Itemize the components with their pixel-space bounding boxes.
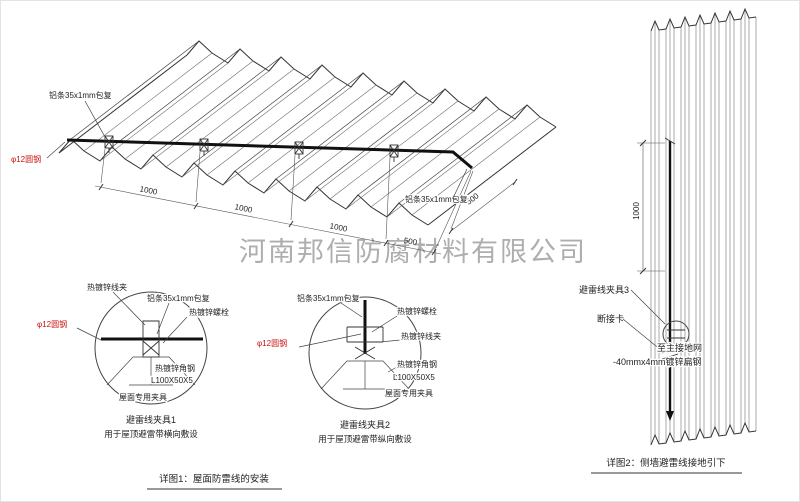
label-to-ground: 至主接地网 [657,342,702,353]
roof-labels: 铝条35x1mm包复 φ12圆钢 铝条35x1mm包复 [11,90,469,205]
label-wire-clip-2: 热镀锌线夹 [401,331,441,341]
label-roof-clamp-2: 屋面专用夹具 [385,388,433,398]
label-angle-1: 热镀锌角钢 [155,363,195,373]
roof-back-edge [186,40,557,128]
detail1-caption-text: 详图1：屋面防雷线的安装 [159,473,269,485]
strip-label-right: 铝条35x1mm包复 [405,194,468,204]
clamp2-title: 避雷线夹具2 [340,419,390,430]
detail2-caption-text: 详图2：侧墙避雷线接地引下 [606,457,725,469]
dim-1000-3: 1000 [329,221,349,233]
dimension-ticks [98,183,437,256]
label-clamp3: 避雷线夹具3 [579,284,629,295]
label-strip-2: 铝条35x1mm包复 [297,293,360,303]
wall-clamp-marks [667,329,685,339]
dim-1000-2: 1000 [234,202,254,214]
label-angle-size-1: L100X50X5 [151,376,193,385]
wire-clamp-symbol [389,144,399,162]
wall-bottom-edge [650,421,757,446]
label-strip-1: 铝条35x1mm包复 [147,293,210,303]
clamp1-title: 避雷线夹具1 [126,414,176,425]
label-rod-2: φ12圆钢 [257,338,287,348]
label-wire-clip-1: 热镀锌线夹 [87,282,127,292]
detail1-angle-steel [129,357,173,386]
downlead-top-tick [664,137,676,145]
wall-top-edge [650,7,757,32]
label-flat-steel: -40mmx4mm镀锌扁钢 [613,356,702,367]
wall-labels: 避雷线夹具3 断接卡 至主接地网 -40mmx4mm镀锌扁钢 [578,283,704,369]
dimension-line-bottom [94,185,442,255]
strip-label-right-leader [452,168,468,199]
disconnect-marks [661,347,679,360]
detail2-angle-steel [343,361,387,390]
wall-dimensions: 1000 [632,139,665,275]
wall-drawing [650,7,757,446]
dim-500-bottom: 500 [403,236,418,247]
company-watermark: 河南邦信防腐材料有限公司 [239,237,587,267]
roof-isometric-drawing [58,40,557,226]
clamp3-leader [630,289,666,325]
disconnect-leader [622,318,663,352]
roof-front-edge [58,138,429,226]
clamp2-subtitle: 用于屋顶避雷带纵向敷设 [318,434,412,444]
rod-label-roof: φ12圆钢 [11,154,41,164]
label-angle-2: 热镀锌角钢 [397,359,437,369]
label-roof-clamp-1: 屋面专用夹具 [119,392,167,402]
dim-1000-1: 1000 [139,184,159,196]
wall-corrugation-peak-lines [654,9,746,435]
label-bolt-2: 热镀锌螺栓 [397,306,437,316]
strip-label-top-leader [84,100,106,138]
detail2-leaders [298,302,402,373]
wall-clamp-detail-circle [662,320,690,348]
detail2-caption: 详图2：侧墙避雷线接地引下 [591,457,742,474]
wall-corrugation-lines [650,17,757,445]
wall-dim-ticks [639,139,647,275]
wall-dim-1000: 1000 [632,202,641,220]
lightning-wire [66,138,473,170]
dimension-ticks-right [448,178,518,235]
label-bolt-1: 热镀锌螺栓 [189,307,229,317]
corrugation-valley-lines [99,62,516,218]
detail2-clamp-body [346,326,384,360]
to-ground-arrowhead [666,411,674,421]
wire-clamp-symbol [199,138,209,156]
roof-side-edges [58,54,557,226]
clamp1-subtitle: 用于屋顶避雷带横向敷设 [104,429,198,439]
wire-clamp-symbol [294,141,304,159]
label-angle-size-2: L100X50X5 [393,373,435,382]
wall-dim-extension [637,142,665,272]
wire-clamp-symbol [104,135,114,153]
dimension-extension-lines [100,148,472,249]
label-rod-1: φ12圆钢 [37,319,67,329]
corrugation-ridge-lines [70,40,528,204]
clamp-detail-1: 热镀锌线夹 铝条35x1mm包复 热镀锌螺栓 φ12圆钢 热镀锌角钢 L100X… [37,281,230,439]
disconnect-gap [665,348,675,358]
label-disconnect: 断接卡 [597,313,624,324]
clamp-detail-2: 铝条35x1mm包复 热镀锌螺栓 热镀锌线夹 φ12圆钢 热镀锌角钢 L100X… [257,292,442,444]
rod-label-leader [46,141,66,159]
detail1-leaders [76,291,188,344]
detail1-caption: 详图1：屋面防雷线的安装 [147,473,282,490]
dimension-line-right [450,170,516,232]
strip-label-top: 铝条35x1mm包复 [49,90,112,100]
